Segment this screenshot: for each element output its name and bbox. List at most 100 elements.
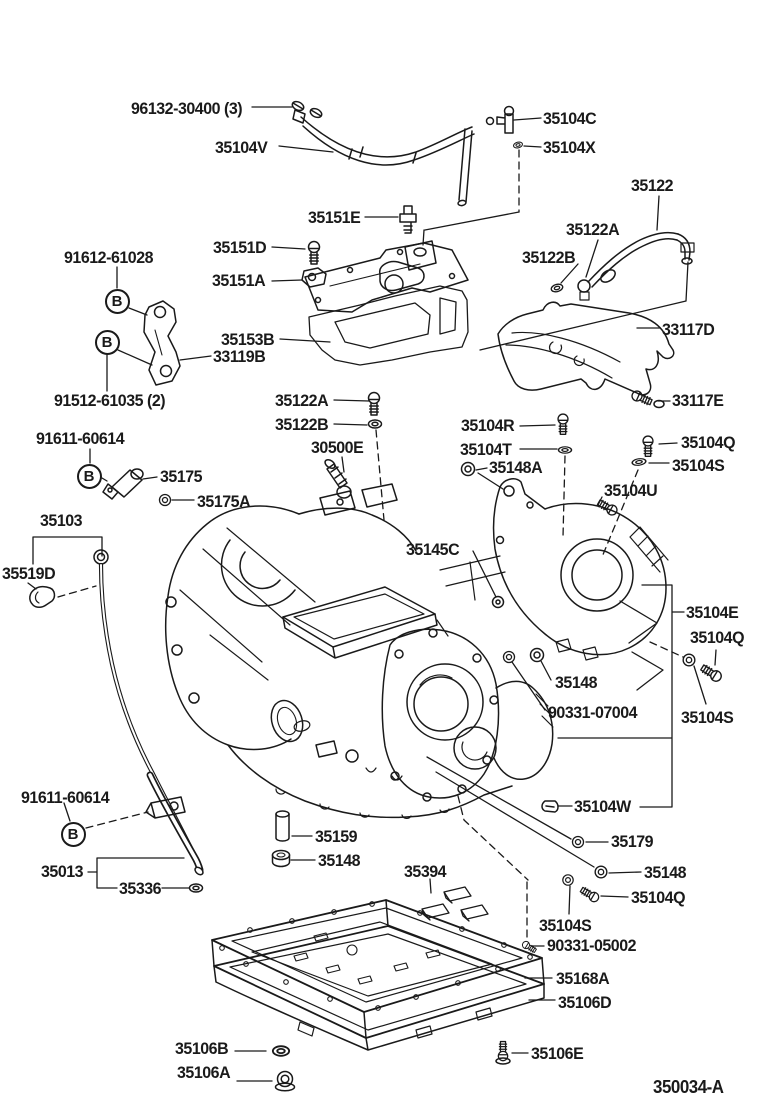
part-label-35106a: 35106A <box>177 1063 231 1082</box>
part-label-33117d: 33117D <box>662 320 715 339</box>
part-label-35106e: 35106E <box>531 1044 584 1063</box>
part-label-35104s: 35104S <box>681 708 734 727</box>
part-label-35104c: 35104C <box>543 109 597 128</box>
union-fitting-icon <box>485 105 515 134</box>
part-label-35122a: 35122A <box>566 220 620 239</box>
part-label-35151d: 35151D <box>213 238 267 257</box>
gasket-ring-icon <box>557 446 573 454</box>
o-ring-icon <box>562 874 574 886</box>
part-label-35179: 35179 <box>611 832 654 851</box>
part-label-35106d: 35106D <box>558 993 612 1012</box>
roller-pin-icon <box>275 810 290 842</box>
oil-pan <box>211 899 545 1051</box>
bolt-icon <box>307 240 321 265</box>
union-bolt-icon <box>577 279 591 301</box>
bolt-icon <box>557 413 569 435</box>
part-label-35148: 35148 <box>318 851 361 870</box>
part-label-35106b: 35106B <box>175 1039 229 1058</box>
part-label-35104e: 35104E <box>686 603 739 622</box>
pipe-clip-icon <box>541 800 559 813</box>
part-label-30500e: 30500E <box>311 438 364 457</box>
dipstick <box>93 549 204 876</box>
washer-icon <box>594 865 608 879</box>
washer-icon <box>512 140 524 150</box>
part-label-90331-05002: 90331-05002 <box>547 936 637 955</box>
figure-number: 350034-A <box>653 1077 724 1097</box>
o-ring-icon <box>682 653 696 667</box>
part-label-33119b: 33119B <box>213 347 266 366</box>
valve-body-plate <box>304 240 469 313</box>
part-label-35104q: 35104Q <box>690 628 745 647</box>
part-label-91611-60614: 91611-60614 <box>21 788 110 807</box>
part-label-35336: 35336 <box>119 879 162 898</box>
washer-icon <box>460 461 476 477</box>
washer-icon <box>529 647 545 663</box>
part-label-33117e: 33117E <box>672 391 724 410</box>
part-label-35122: 35122 <box>631 176 674 195</box>
part-label-35122a: 35122A <box>275 391 329 410</box>
part-label-35104s: 35104S <box>672 456 725 475</box>
grommet-icon <box>29 585 56 608</box>
part-label-35104x: 35104X <box>543 138 596 157</box>
nut-icon <box>274 1070 296 1092</box>
bolt-icon <box>495 1040 511 1065</box>
part-label-96132-30400-3: 96132-30400 (3) <box>131 99 243 118</box>
o-ring-icon <box>188 883 204 893</box>
callout-letter-b: B <box>76 463 102 489</box>
part-label-35519d: 35519D <box>2 564 56 583</box>
part-label-35168a: 35168A <box>556 969 610 988</box>
part-label-35148: 35148 <box>555 673 598 692</box>
dashed-reference-lines <box>57 149 684 938</box>
clip-set-icon <box>421 886 489 922</box>
valve-body-gasket <box>308 285 469 366</box>
part-label-35122b: 35122B <box>275 415 329 434</box>
drain-plug-bolt-icon <box>324 458 352 499</box>
part-label-35394: 35394 <box>404 862 447 881</box>
part-label-35175: 35175 <box>160 467 203 486</box>
bolt-icon <box>578 884 602 905</box>
bolt-icon <box>698 662 724 684</box>
hose-clamp-icon <box>291 100 323 119</box>
part-label-35104q: 35104Q <box>681 433 736 452</box>
callout-letter-b: B <box>104 288 130 314</box>
transaxle-housing <box>164 483 554 819</box>
part-label-35122b: 35122B <box>522 248 576 267</box>
o-ring-icon <box>158 493 172 507</box>
part-label-35151a: 35151A <box>212 271 266 290</box>
part-label-35145c: 35145C <box>406 540 460 559</box>
part-label-35148: 35148 <box>644 863 687 882</box>
part-label-35148a: 35148A <box>489 458 543 477</box>
bolt-icon <box>367 391 383 429</box>
part-label-35153b: 35153B <box>221 330 275 349</box>
bolt-icon <box>642 435 654 457</box>
part-label-35104w: 35104W <box>574 797 631 816</box>
part-label-35104u: 35104U <box>604 481 658 500</box>
part-label-35104q: 35104Q <box>631 888 686 907</box>
mount-bracket <box>143 300 181 386</box>
washer-icon <box>271 1045 291 1057</box>
part-label-91611-60614: 91611-60614 <box>36 429 125 448</box>
part-label-35104t: 35104T <box>460 440 512 459</box>
callout-letter-b: B <box>94 329 120 355</box>
part-label-35159: 35159 <box>315 827 358 846</box>
part-label-35013: 35013 <box>41 862 84 881</box>
part-label-35104r: 35104R <box>461 416 515 435</box>
part-label-35151e: 35151E <box>308 208 361 227</box>
o-ring-icon <box>549 282 565 294</box>
seal-washer-icon <box>631 457 647 467</box>
part-label-91612-61028: 91612-61028 <box>64 248 154 267</box>
stud-icon <box>399 205 417 234</box>
part-label-91512-61035-2: 91512-61035 (2) <box>54 391 166 410</box>
part-label-35103: 35103 <box>40 511 83 530</box>
collar-icon <box>271 849 291 868</box>
part-label-35104v: 35104V <box>215 138 268 157</box>
part-label-35104s: 35104S <box>539 916 592 935</box>
part-label-35175a: 35175A <box>197 492 251 511</box>
breather-hose <box>292 109 475 207</box>
o-ring-icon <box>502 650 516 664</box>
heat-protector <box>497 301 675 396</box>
o-ring-icon <box>571 835 585 849</box>
leader-lines <box>27 106 717 1082</box>
